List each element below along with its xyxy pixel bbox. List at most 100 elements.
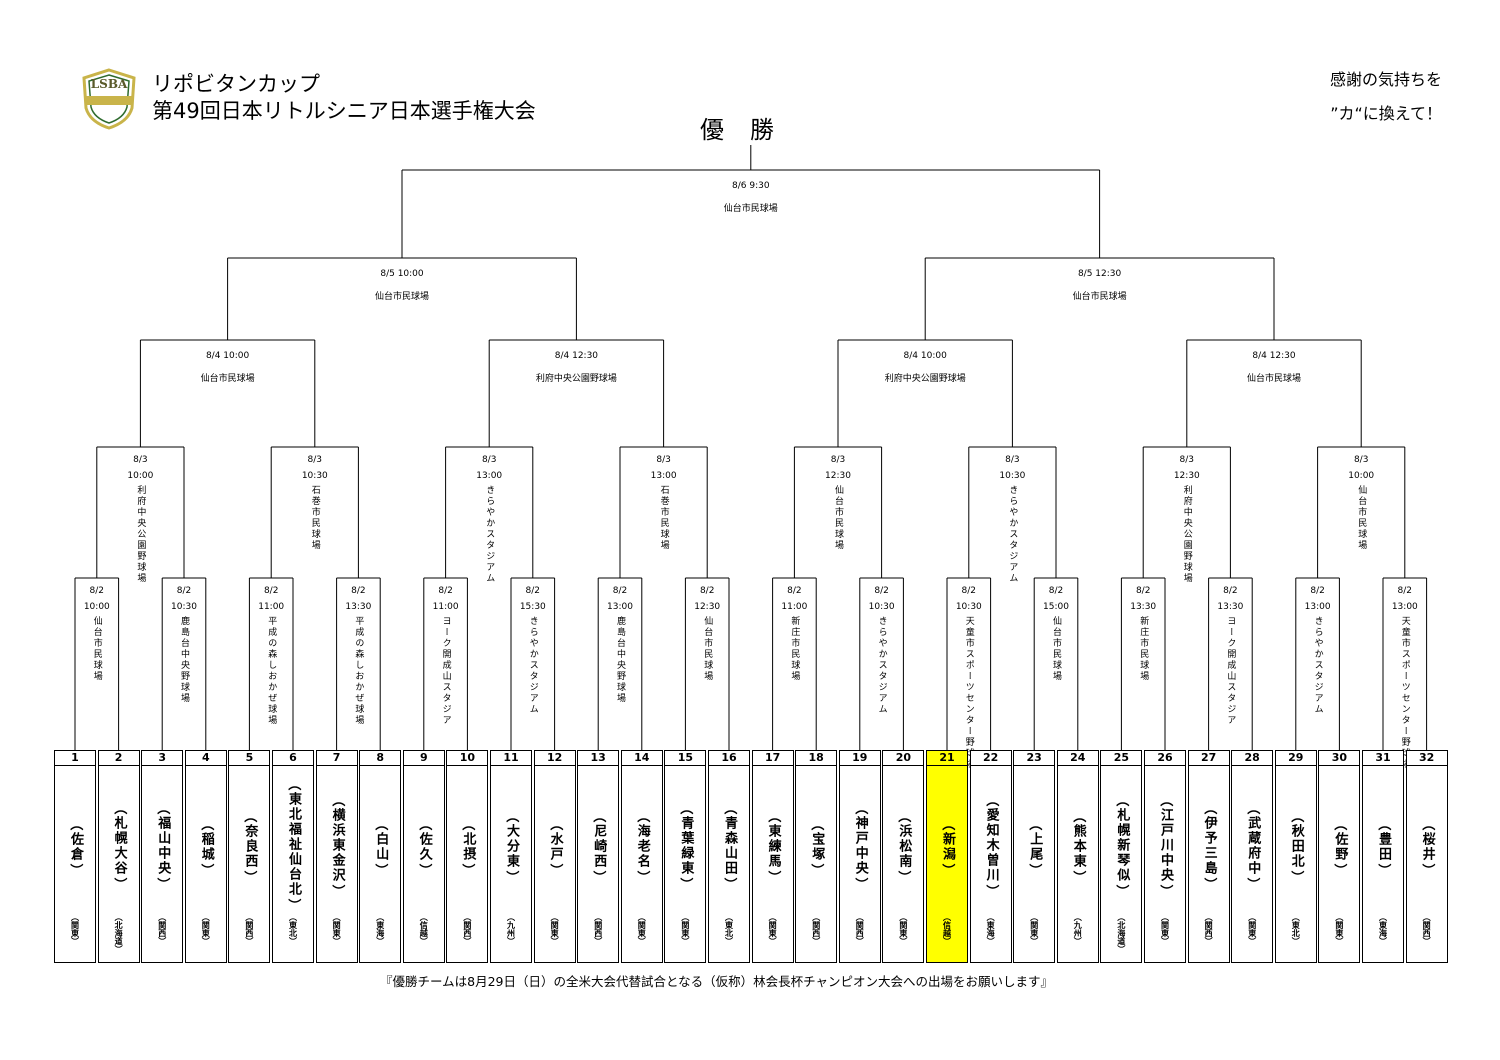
team-number: 11 [491, 751, 531, 766]
match-time: 15:30 [520, 602, 546, 612]
team-region: （信越） [942, 913, 952, 945]
match-venue: きらやかスタジアム [484, 485, 495, 584]
team-region: （北海道） [1116, 913, 1126, 953]
match-venue: きらやかスタジアム [528, 616, 539, 715]
match-venue: 天童市スポーツセンター野球場 [1400, 616, 1411, 770]
team-name: 上尾 [1027, 832, 1043, 862]
match-time: 13:30 [345, 602, 371, 612]
team-region: （関西） [462, 913, 472, 945]
team-number: 31 [1363, 751, 1403, 766]
team-name: 白山 [373, 832, 389, 862]
team-number: 25 [1101, 751, 1142, 766]
match-venue: 仙台市民球場 [1356, 484, 1367, 551]
team-region: （関東） [70, 913, 80, 945]
match-venue: 利府中央公園野球場 [885, 372, 966, 384]
match-time: 10:30 [956, 602, 982, 612]
team-box: 29（秋田北）（東北） [1274, 750, 1317, 963]
team-number: 16 [709, 751, 749, 766]
team-box: 12（水戸）（関東） [533, 750, 576, 963]
slogan-line-2: ”カ“に換えて！ [1330, 104, 1442, 123]
match-venue: 石巻市民球場 [310, 485, 321, 551]
match-schedule: 8/4 10:00 [904, 351, 948, 361]
match-venue: ヨーク開成山スタジア [441, 616, 452, 726]
team-name: 江戸川中央 [1158, 808, 1173, 883]
team-name: 浜松南 [896, 824, 912, 869]
team-box: 1（佐倉）（関東） [54, 750, 96, 963]
team-box: 17（東練馬）（関東） [751, 750, 794, 963]
match-time: 11:00 [258, 602, 284, 612]
team-name: 武蔵府中 [1245, 816, 1261, 876]
match-venue: 平成の森しおかぜ球場 [266, 616, 277, 726]
team-box: 22（愛知木曽川）（東海） [969, 750, 1012, 963]
team-box: 31（豊田）（東海） [1362, 750, 1404, 963]
match-time: 13:00 [476, 471, 502, 481]
team-number: 21 [927, 751, 967, 766]
team-number: 14 [621, 751, 662, 766]
team-box: 11（大分東）（九州） [490, 750, 532, 963]
match-date: 8/3 [1354, 455, 1368, 465]
match-time: 13:30 [1130, 602, 1156, 612]
team-box: 14（海老名）（関東） [620, 750, 663, 963]
match-date: 8/2 [874, 586, 888, 596]
match-time: 13:00 [651, 471, 677, 481]
team-box: 5（奈良西）（関西） [228, 750, 271, 963]
match-schedule: 8/4 10:00 [206, 351, 250, 361]
team-region: （関西） [244, 913, 254, 945]
team-region: （関東） [201, 913, 211, 945]
team-box: 21（新潟）（信越） [926, 750, 968, 963]
team-number: 7 [316, 751, 357, 766]
team-name: 海老名 [634, 824, 650, 869]
match-time: 10:30 [171, 602, 197, 612]
match-time: 10:00 [1348, 471, 1374, 481]
team-box: 8（白山）（東海） [359, 750, 402, 963]
team-region: （関東） [680, 913, 690, 945]
team-region: （東北） [1291, 913, 1301, 945]
match-date: 8/2 [1398, 586, 1412, 596]
team-region: （東北） [724, 913, 734, 945]
team-region: （関西） [593, 913, 603, 945]
team-region: （関東） [1247, 913, 1257, 945]
match-venue: 仙台市民球場 [833, 484, 844, 551]
team-region: （関東） [1334, 913, 1344, 945]
match-date: 8/2 [264, 586, 278, 596]
match-date: 8/2 [700, 586, 714, 596]
match-date: 8/3 [133, 455, 147, 465]
match-venue: きらやかスタジアム [1313, 616, 1324, 715]
team-box: 30（佐野）（関東） [1318, 750, 1361, 963]
champion-label: 優勝 [700, 116, 800, 144]
match-venue: 利府中央公園野球場 [536, 372, 617, 384]
team-name: 東練馬 [765, 824, 781, 869]
team-box: 6（東北福祉仙台北）（東北） [272, 750, 314, 963]
team-number: 17 [752, 751, 793, 766]
match-venue: 仙台市民球場 [1051, 615, 1062, 682]
team-name: 桜井 [1419, 832, 1435, 862]
match-venue: 平成の森しおかぜ球場 [353, 616, 364, 726]
match-date: 8/2 [1223, 586, 1237, 596]
team-number: 18 [796, 751, 837, 766]
team-region: （東海） [986, 913, 996, 945]
team-name: 青森山田 [722, 816, 737, 876]
team-name: 新潟 [940, 832, 955, 862]
team-region: （九州） [1073, 913, 1083, 945]
team-box: 4（稲城）（関東） [184, 750, 227, 963]
team-region: （関西） [157, 913, 167, 945]
team-region: （北海道） [114, 913, 124, 953]
team-number: 10 [447, 751, 488, 766]
team-region: （九州） [506, 913, 516, 945]
team-number: 15 [665, 751, 706, 766]
team-box: 25（札幌新琴似）（北海道） [1100, 750, 1143, 963]
match-venue: ヨーク開成山スタジア [1225, 616, 1236, 726]
team-region: （関西） [1422, 913, 1432, 945]
match-time: 10:00 [127, 471, 153, 481]
match-schedule: 8/4 12:30 [555, 351, 599, 361]
team-region: （信越） [419, 913, 429, 945]
lsba-logo: LSBA [80, 68, 138, 130]
match-venue: 天童市スポーツセンター野球場 [964, 616, 975, 770]
team-region: （関東） [1029, 913, 1039, 945]
team-region: （関西） [1204, 913, 1214, 945]
team-number: 29 [1275, 751, 1316, 766]
match-time: 10:00 [84, 602, 110, 612]
team-box: 27（伊予三島）（関西） [1187, 750, 1230, 963]
match-date: 8/2 [787, 586, 801, 596]
team-box: 20（浜松南）（関東） [882, 750, 925, 963]
